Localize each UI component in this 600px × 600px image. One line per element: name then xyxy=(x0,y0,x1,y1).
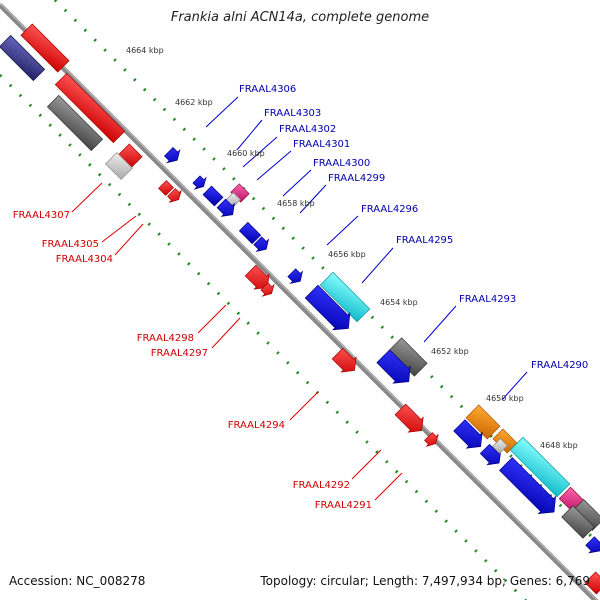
feature-red-blue-end[interactable] xyxy=(584,571,600,595)
feature-magenta[interactable] xyxy=(230,183,250,203)
callout-line xyxy=(71,182,103,213)
callout-line xyxy=(326,215,359,246)
feature-blue-arrow[interactable] xyxy=(162,145,183,166)
feature-blue-arrow[interactable] xyxy=(584,535,600,558)
feature-cyan[interactable] xyxy=(319,271,371,323)
callout-line xyxy=(242,136,278,168)
feature-gray[interactable] xyxy=(571,498,600,532)
feature-navy[interactable] xyxy=(0,34,46,82)
kbp-label: 4652 kbp xyxy=(431,347,469,356)
feature-blue-arrow[interactable] xyxy=(452,418,489,455)
feature-blue-long[interactable] xyxy=(497,455,562,520)
kbp-label: 4656 kbp xyxy=(328,250,366,259)
genome-backbone xyxy=(0,3,599,600)
feature-light[interactable] xyxy=(105,152,133,180)
feature-red-long[interactable] xyxy=(54,72,126,144)
gene-features xyxy=(0,23,600,595)
feature-blue-arrow[interactable] xyxy=(202,185,224,207)
kbp-label: 4660 kbp xyxy=(227,149,265,158)
gene-label-forward[interactable]: FRAAL4301 xyxy=(293,139,350,150)
feature-red-arrow[interactable] xyxy=(243,263,275,295)
feature-gray-long[interactable] xyxy=(46,94,104,152)
topology-text: Topology: circular; Length: 7,497,934 bp… xyxy=(260,574,590,588)
gene-callouts: FRAAL4306FRAAL4303FRAAL4302FRAAL4301FRAA… xyxy=(13,84,589,511)
feature-red-large[interactable] xyxy=(20,23,70,73)
feature-cyan-long[interactable] xyxy=(509,436,571,498)
gene-label-forward[interactable]: FRAAL4293 xyxy=(459,294,516,305)
feature-blue-arrow[interactable] xyxy=(375,348,417,390)
feature-orange[interactable] xyxy=(465,404,501,440)
feature-red-arrow[interactable] xyxy=(393,402,429,438)
gene-label-forward[interactable]: FRAAL4300 xyxy=(313,158,370,169)
inner-tick-track xyxy=(0,73,528,600)
gene-label-forward[interactable]: FRAAL4296 xyxy=(361,204,418,215)
gene-label-forward[interactable]: FRAAL4303 xyxy=(264,108,321,119)
kbp-label: 4664 kbp xyxy=(126,46,164,55)
feature-red-tiny-a[interactable] xyxy=(158,180,174,196)
accession-text: Accession: NC_008278 xyxy=(9,574,146,588)
callout-line xyxy=(361,247,394,284)
outer-tick-track xyxy=(52,0,600,547)
gene-label-reverse[interactable]: FRAAL4305 xyxy=(42,239,99,250)
callout-line xyxy=(205,96,239,128)
feature-gray[interactable] xyxy=(561,505,595,539)
feature-red-tiny-d[interactable] xyxy=(422,430,441,449)
callout-line xyxy=(351,449,382,480)
feature-blue-arrow[interactable] xyxy=(252,235,273,256)
gene-label-forward[interactable]: FRAAL4306 xyxy=(239,84,296,95)
gene-label-reverse[interactable]: FRAAL4298 xyxy=(137,333,194,344)
gene-label-forward[interactable]: FRAAL4299 xyxy=(328,173,385,184)
callout-line xyxy=(299,184,327,214)
kbp-label: 4658 kbp xyxy=(277,199,315,208)
feature-blue-long[interactable] xyxy=(303,283,357,337)
gene-label-reverse[interactable]: FRAAL4304 xyxy=(56,254,113,265)
feature-light-small[interactable] xyxy=(492,438,508,454)
feature-red-tiny-c[interactable] xyxy=(259,281,277,299)
callout-line xyxy=(374,472,403,501)
kbp-label: 4662 kbp xyxy=(175,98,213,107)
kbp-label: 4650 kbp xyxy=(486,394,524,403)
gene-label-reverse[interactable]: FRAAL4291 xyxy=(315,500,372,511)
callout-line xyxy=(114,223,144,256)
gene-label-reverse[interactable]: FRAAL4292 xyxy=(293,480,350,491)
feature-blue-arrow[interactable] xyxy=(191,174,209,192)
page-title: Frankia alni ACN14a, complete genome xyxy=(170,10,430,25)
feature-blue-arrow[interactable] xyxy=(215,197,239,221)
callout-line xyxy=(236,119,263,151)
gene-label-reverse[interactable]: FRAAL4307 xyxy=(13,210,70,221)
callout-line xyxy=(101,215,137,243)
feature-blue-arrow[interactable] xyxy=(286,267,307,288)
kbp-labels: 4664 kbp 4662 kbp 4660 kbp 4658 kbp 4656 kbp… xyxy=(126,46,578,450)
callout-line xyxy=(211,317,241,349)
callout-line xyxy=(282,169,312,197)
gene-label-reverse[interactable]: FRAAL4294 xyxy=(228,420,285,431)
callout-line xyxy=(289,391,319,421)
kbp-label: 4654 kbp xyxy=(380,298,418,307)
feature-gray[interactable] xyxy=(388,337,428,377)
callout-line xyxy=(197,304,227,334)
feature-blue-arrow[interactable] xyxy=(238,221,262,245)
gene-label-forward[interactable]: FRAAL4302 xyxy=(279,124,336,135)
gene-label-forward[interactable]: FRAAL4290 xyxy=(531,360,588,371)
feature-red-tiny-b[interactable] xyxy=(165,186,184,205)
kbp-label: 4648 kbp xyxy=(540,441,578,450)
callout-line xyxy=(256,150,292,181)
feature-red-arrow[interactable] xyxy=(330,346,362,378)
callout-line xyxy=(423,305,457,343)
callout-line xyxy=(501,371,528,401)
feature-orange-small[interactable] xyxy=(492,428,518,454)
gene-label-reverse[interactable]: FRAAL4297 xyxy=(151,348,208,359)
gene-label-forward[interactable]: FRAAL4295 xyxy=(396,235,453,246)
